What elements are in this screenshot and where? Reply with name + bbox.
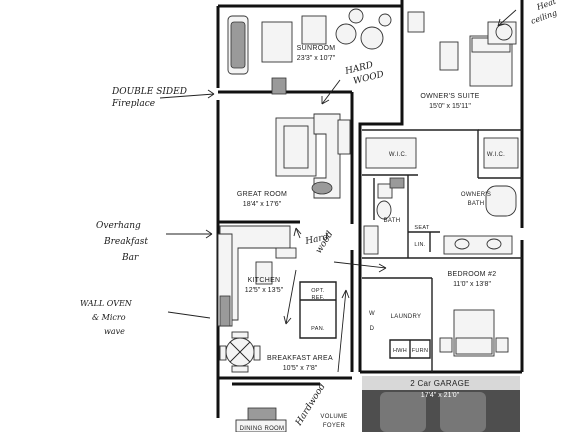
opt-ref-label-2: REF. bbox=[311, 295, 324, 301]
interior-walls bbox=[299, 129, 522, 372]
dining-room-label: DINING ROOM bbox=[240, 426, 285, 432]
dining-furniture bbox=[235, 407, 287, 432]
bedroom2-dims: 11'0" x 13'8" bbox=[453, 281, 491, 288]
volume-foyer-label-2: FOYER bbox=[323, 423, 346, 429]
sunroom-label: SUNROOM bbox=[297, 45, 336, 52]
bath-label: BATH bbox=[384, 218, 401, 224]
garage-label: 2 Car GARAGE bbox=[410, 379, 470, 388]
seat-label: SEAT bbox=[414, 225, 429, 231]
fireplace-note-line2: Fireplace bbox=[111, 99, 155, 109]
bar-note-line3: Bar bbox=[121, 253, 139, 263]
owners-suite-furniture bbox=[407, 11, 517, 87]
bedroom2-furniture bbox=[439, 309, 509, 357]
breakfast-dims: 10'5" x 7'8" bbox=[283, 365, 318, 372]
kitchen-dims: 12'5" x 13'5" bbox=[245, 287, 284, 294]
garage-dims: 17'4" x 21'0" bbox=[421, 392, 460, 399]
oven-note-line2: & Micro bbox=[92, 313, 126, 322]
great-room-furniture bbox=[275, 113, 351, 199]
furn-label: FURN bbox=[412, 348, 428, 354]
hardwood-mid-line1: Hard bbox=[304, 232, 330, 247]
sunroom-furniture bbox=[227, 8, 392, 95]
laundry-label: LAUNDRY bbox=[391, 314, 422, 320]
volume-foyer-label: VOLUME bbox=[320, 414, 347, 420]
owners-suite-label: OWNER'S SUITE bbox=[420, 93, 479, 100]
opt-ref-label: OPT. bbox=[311, 288, 325, 294]
great-room-dims: 18'4" x 17'6" bbox=[243, 201, 282, 208]
breakfast-table bbox=[219, 331, 261, 373]
pan-label: PAN. bbox=[311, 326, 325, 332]
fireplace-note-line1: DOUBLE SIDED bbox=[111, 87, 187, 97]
bath-fixtures bbox=[363, 137, 519, 255]
oven-note-line3: wave bbox=[104, 327, 125, 336]
owners-bath-label: OWNER'S bbox=[461, 192, 491, 198]
annotation-arrows bbox=[159, 9, 517, 373]
great-room-label: GREAT ROOM bbox=[237, 191, 287, 198]
kitchen-label: KITCHEN bbox=[248, 277, 281, 284]
owners-bath-label-2: BATH bbox=[468, 201, 485, 207]
breakfast-label: BREAKFAST AREA bbox=[267, 355, 333, 362]
owners-suite-dims: 15'0" x 15'11" bbox=[429, 103, 471, 110]
oven-note-line1: WALL OVEN bbox=[80, 299, 133, 308]
hwh-label: HWH bbox=[393, 348, 407, 354]
garage-interior bbox=[362, 376, 520, 432]
dryer-label: D bbox=[370, 326, 375, 332]
lin-label: LIN. bbox=[414, 242, 425, 248]
bar-note-line2: Breakfast bbox=[103, 237, 148, 247]
bar-note-line1: Overhang bbox=[96, 221, 141, 231]
bedroom2-label: BEDROOM #2 bbox=[448, 271, 497, 278]
wic-right-label: W.I.C. bbox=[487, 152, 505, 158]
wic-left-label: W.I.C. bbox=[389, 152, 407, 158]
kitchen-counters bbox=[217, 225, 297, 327]
washer-label: W bbox=[369, 311, 375, 317]
sunroom-dims: 23'3" x 10'7" bbox=[297, 55, 336, 62]
